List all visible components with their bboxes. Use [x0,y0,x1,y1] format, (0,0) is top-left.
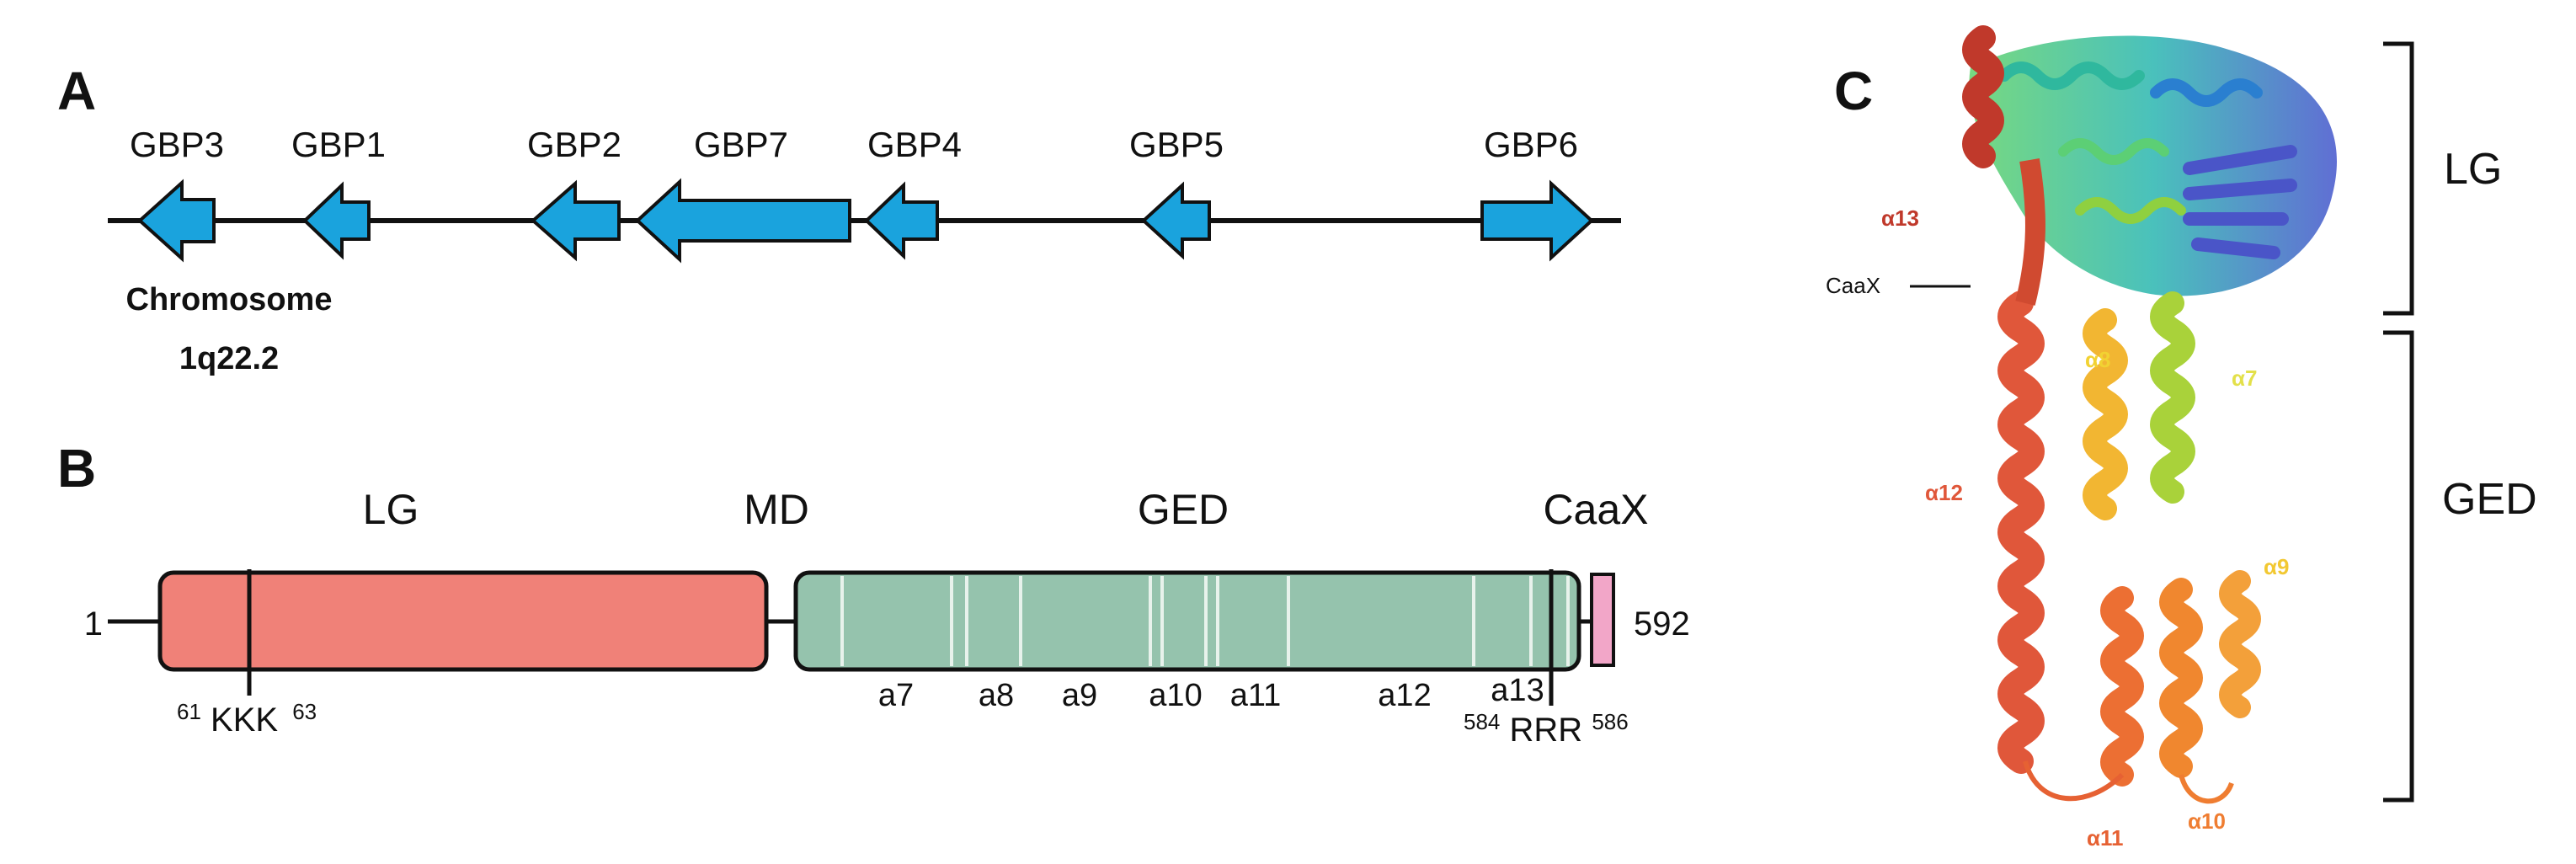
caax-box [1590,573,1615,667]
motif-kkk-seq: KKK [211,701,278,739]
lg-domain-box [157,570,769,672]
motif-kkk-label: 61 KKK 63 [177,690,317,739]
motif-rrr-end: 586 [1592,709,1628,734]
domain-label-lg: LG [363,486,419,533]
region-label-ged: GED [2442,475,2537,524]
region-label-lg: LG [2444,145,2502,194]
gene-arrow-gbp6: GBP6 [1480,125,1594,262]
structure-caax-label: CaaX [1826,273,1880,298]
chromosome-label: Chromosome [126,282,333,317]
ged-domain-box [793,570,1581,672]
helix-label-a10: a10 [1149,678,1202,713]
domain-label-ged: GED [1138,486,1229,533]
gene-label-gbp1: GBP1 [291,125,386,164]
gene-arrow-gbp3: GBP3 [130,125,224,263]
structure-label-a11: α11 [2087,825,2123,851]
gene-label-gbp5: GBP5 [1129,125,1224,164]
ged-bracket [2383,330,2414,803]
helix-label-a7: a7 [878,678,914,713]
structure-label-a9: α9 [2264,554,2289,579]
panel-b-letter: B [57,438,96,499]
gene-label-gbp6: GBP6 [1484,125,1578,164]
gene-arrow-gbp7: GBP7 [635,125,851,264]
chromosome-band-label: 1q22.2 [179,341,279,376]
panel-c: C α [1826,25,2537,851]
lg-bracket [2383,41,2414,316]
structure-label-a13: α13 [1881,205,1919,231]
gene-label-gbp2: GBP2 [527,125,621,164]
panel-c-letter: C [1834,61,1873,121]
gene-label-gbp7: GBP7 [694,125,788,164]
domain-label-caax: CaaX [1543,486,1648,533]
gene-arrow-gbp5: GBP5 [1129,125,1224,260]
protein-structure-image [1962,25,2337,804]
panel-a-letter: A [57,61,96,121]
structure-label-a7: α7 [2232,365,2257,391]
domain-label-md: MD [744,486,809,533]
gene-arrow-gbp1: GBP1 [291,125,386,260]
gene-label-gbp3: GBP3 [130,125,224,164]
gene-arrow-gbp2: GBP2 [527,125,621,262]
helix-label-a13: a13 [1491,673,1544,708]
motif-rrr-label: 584 RRR 586 [1464,700,1629,749]
structure-label-a12: α12 [1925,480,1963,505]
helix-label-a8: a8 [979,678,1014,713]
panel-a: A GBP3 GBP1 GBP2 GBP7 GBP4 GBP5 G [57,61,1621,376]
gene-arrow-gbp4: GBP4 [864,125,962,260]
structure-label-a10: α10 [2188,808,2226,834]
helix-label-a9: a9 [1062,678,1097,713]
start-residue-label: 1 [84,605,103,643]
panel-b: B LG MD GED CaaX 1 592 a7 a8 a9 [57,438,1690,749]
helix-label-a11: a11 [1230,678,1282,713]
motif-rrr-start: 584 [1464,709,1500,734]
helix-label-a12: a12 [1378,678,1431,713]
helix-boundaries [840,576,1570,666]
structure-label-a8: α8 [2085,347,2110,372]
end-residue-label: 592 [1634,605,1690,643]
gene-label-gbp4: GBP4 [867,125,962,164]
motif-kkk-start: 61 [177,699,201,724]
motif-rrr-seq: RRR [1510,712,1583,749]
motif-kkk-end: 63 [292,699,317,724]
